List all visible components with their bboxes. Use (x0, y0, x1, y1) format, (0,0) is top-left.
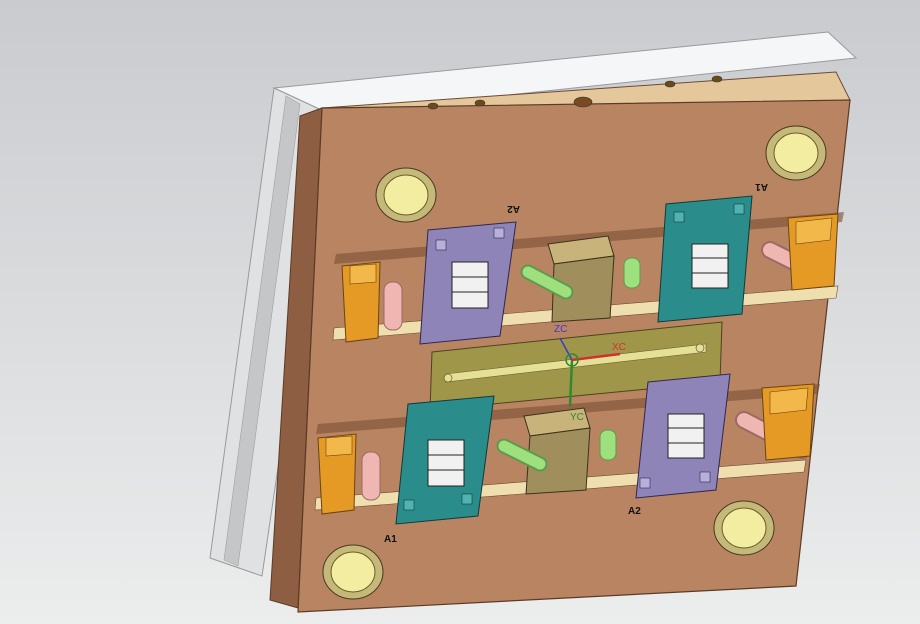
slider-block-top[interactable] (547, 235, 615, 323)
cavity-insert-top-left[interactable] (419, 221, 517, 345)
lifter-block-top-left[interactable] (341, 261, 381, 343)
lifter-block-bottom-right[interactable] (761, 383, 815, 461)
guide-bushing-top-left[interactable] (375, 167, 437, 223)
back-plate-edge (223, 95, 301, 567)
cavity-insert-top-right[interactable] (657, 195, 753, 323)
cavity-insert-bottom-left[interactable] (395, 395, 495, 525)
cavity-label-a2-bottom: A2 (628, 506, 641, 517)
cavity-label-a1-bottom: A1 (384, 534, 397, 545)
top-edge-holes (427, 75, 723, 110)
lifter-block-top-right[interactable] (787, 213, 839, 291)
xc-label: XC (612, 342, 626, 353)
cavity-label-a2-top: A2 (507, 203, 520, 214)
zc-label: ZC (554, 324, 567, 335)
guide-bushing-top-right[interactable] (765, 125, 827, 181)
slider-block-bottom[interactable] (523, 407, 591, 495)
triad-origin (565, 353, 579, 367)
cavity-insert-bottom-right[interactable] (635, 373, 731, 499)
zc-axis-line (559, 337, 573, 361)
guide-bushing-bottom-left[interactable] (322, 544, 384, 600)
wcs-triad[interactable]: ZC XC YC (554, 324, 626, 423)
guide-bushing-bottom-right[interactable] (713, 500, 775, 556)
green-pins[interactable] (496, 257, 641, 472)
yc-axis-line (568, 359, 574, 407)
xc-axis-line (571, 352, 621, 362)
cavity-label-a1-top: A1 (755, 181, 768, 192)
lifter-block-bottom-left[interactable] (317, 433, 357, 515)
yc-label: YC (570, 412, 584, 423)
